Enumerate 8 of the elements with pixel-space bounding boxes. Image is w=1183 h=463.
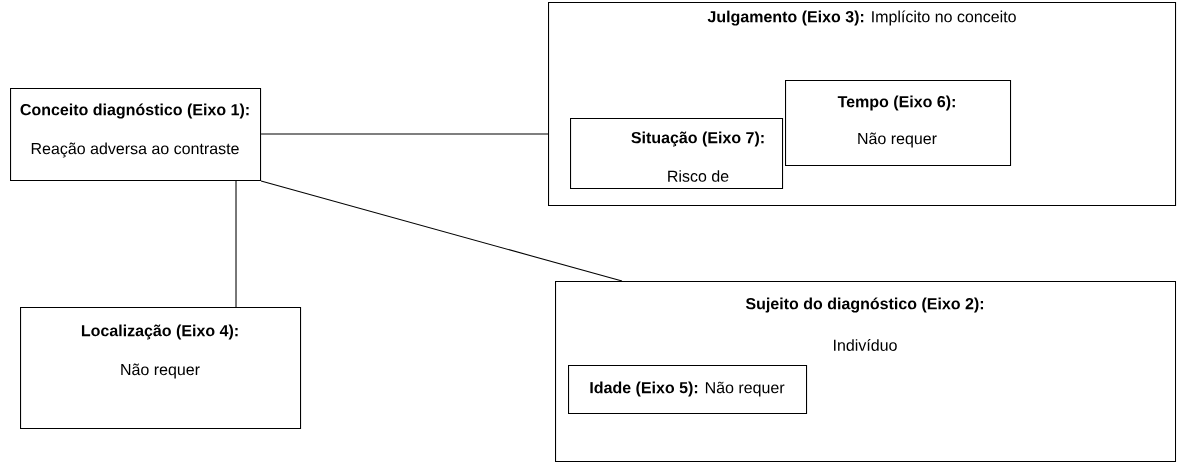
time-box: Tempo (Eixo 6): Não requer bbox=[785, 80, 1012, 167]
situation-box: Situação (Eixo 7): Risco de bbox=[570, 118, 784, 190]
concept-box: Conceito diagnóstico (Eixo 1): Reação adversa ao contraste bbox=[10, 88, 262, 182]
connector-line bbox=[260, 180, 623, 282]
connector-line bbox=[235, 180, 237, 308]
connector-line bbox=[260, 133, 549, 135]
age-box: Idade (Eixo 5): Não requer bbox=[568, 365, 808, 415]
location-box: Localização (Eixo 4): Não requer bbox=[20, 307, 302, 430]
